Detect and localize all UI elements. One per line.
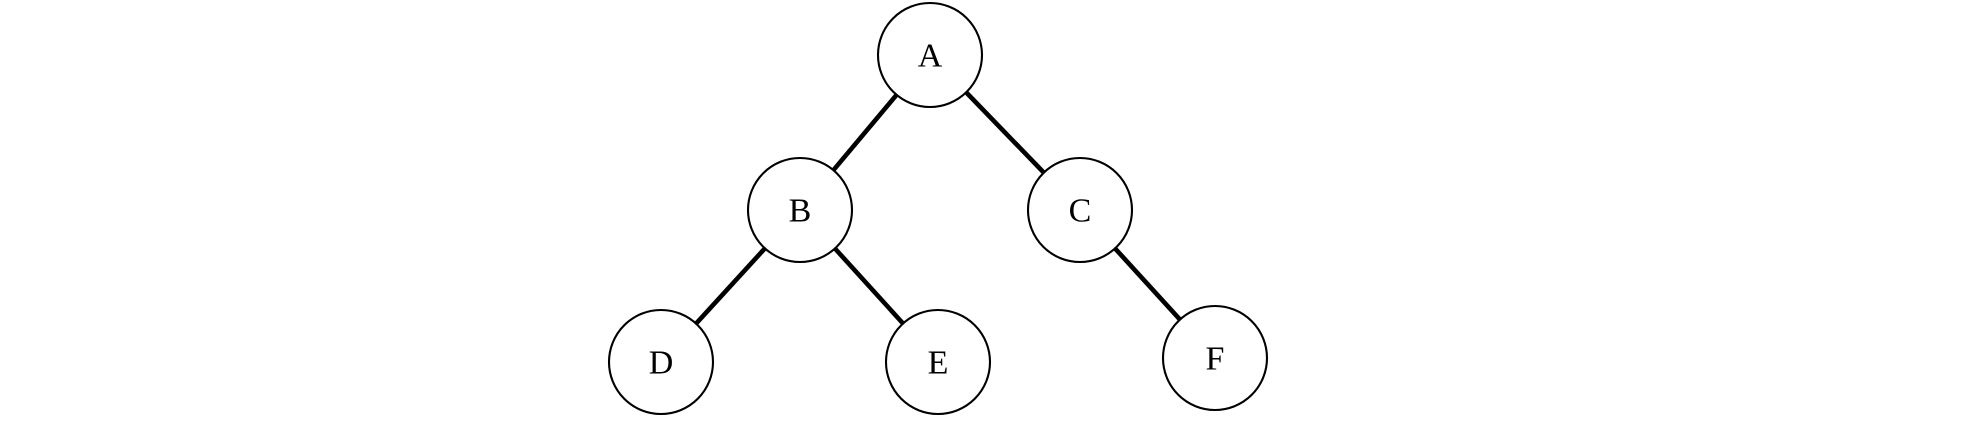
node-label-a: A — [918, 38, 943, 75]
node-circle-e[interactable] — [884, 308, 992, 416]
node-circle-c[interactable] — [1026, 156, 1134, 264]
tree-node-e[interactable]: E — [884, 308, 992, 416]
tree-node-a[interactable]: A — [876, 1, 984, 109]
node-label-c: C — [1069, 193, 1092, 230]
tree-edge-a-b — [831, 92, 899, 173]
node-circle-b[interactable] — [746, 156, 854, 264]
tree-edge-b-d — [693, 246, 768, 326]
tree-node-b[interactable]: B — [746, 156, 854, 264]
tree-edge-c-f — [1112, 246, 1183, 322]
node-circle-a[interactable] — [876, 1, 984, 109]
edge-layer — [693, 90, 1183, 326]
node-label-b: B — [789, 193, 812, 230]
node-layer: A B C D E F — [607, 1, 1269, 416]
tree-node-f[interactable]: F — [1161, 304, 1269, 412]
tree-edge-b-e — [832, 246, 906, 326]
tree-node-c[interactable]: C — [1026, 156, 1134, 264]
node-label-f: F — [1206, 341, 1225, 378]
node-label-d: D — [649, 345, 674, 382]
node-label-e: E — [928, 345, 949, 382]
tree-node-d[interactable]: D — [607, 308, 715, 416]
node-circle-d[interactable] — [607, 308, 715, 416]
node-circle-f[interactable] — [1161, 304, 1269, 412]
tree-edge-a-c — [963, 90, 1047, 175]
